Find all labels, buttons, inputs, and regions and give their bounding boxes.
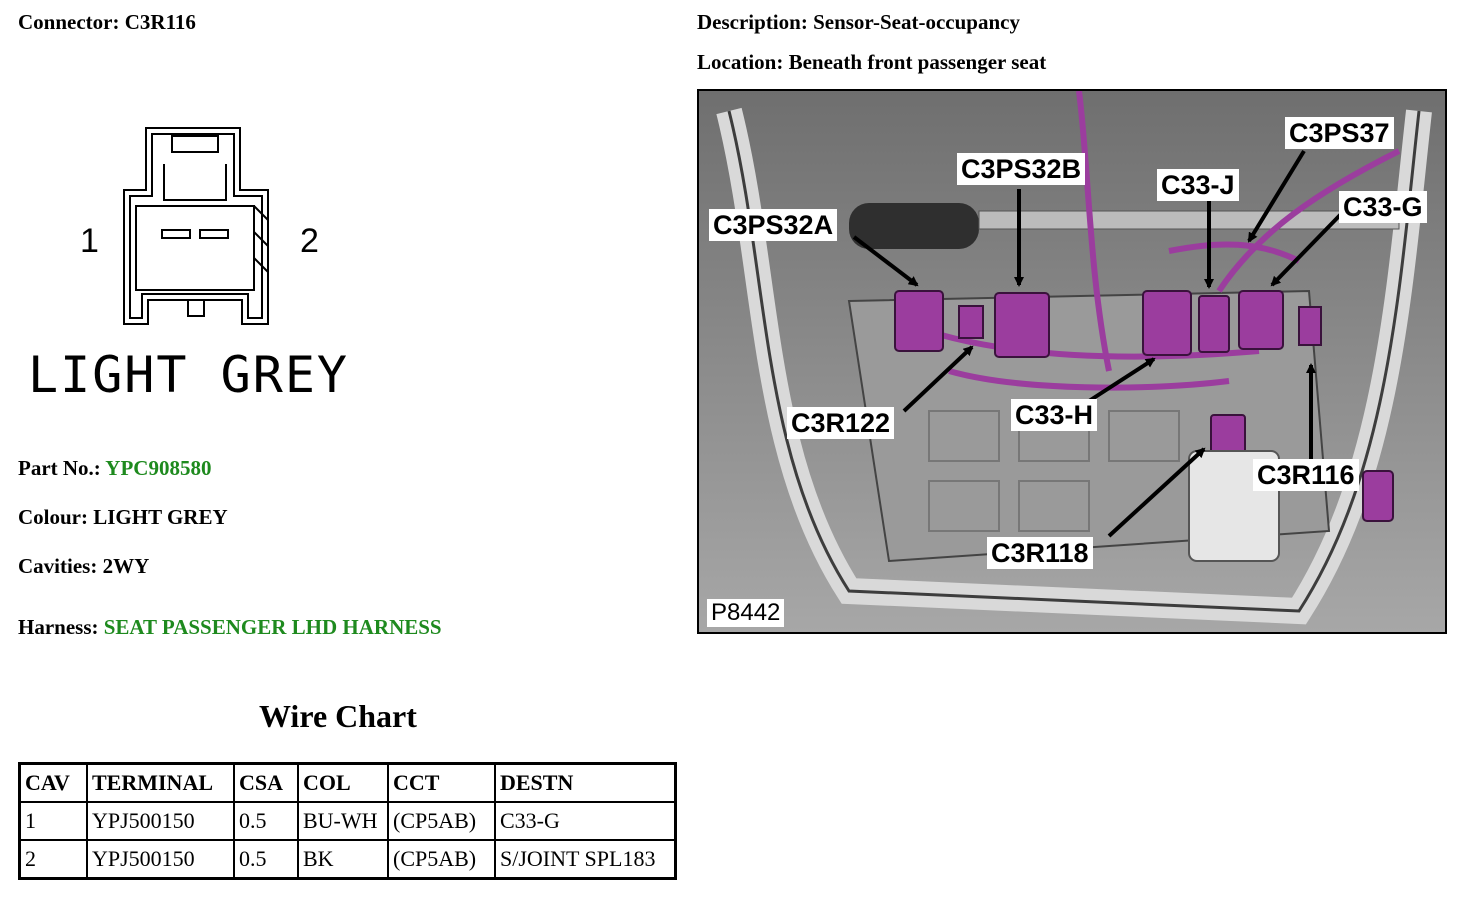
cell-terminal: YPJ500150	[86, 839, 235, 880]
cell-destn: C33-G	[494, 801, 677, 841]
harness-link[interactable]: SEAT PASSENGER LHD HARNESS	[103, 615, 442, 639]
location-value: Beneath front passenger seat	[788, 50, 1047, 74]
part-no-field: Part No.: YPC908580	[18, 456, 211, 481]
col-destn-header: DESTN	[494, 762, 677, 803]
cavities-value: 2WY	[102, 554, 150, 578]
callout-c33-j: C33-J	[1157, 169, 1239, 201]
col-cct-header: CCT	[387, 762, 496, 803]
wire-chart-table: CAV TERMINAL CSA COL CCT DESTN 1 YPJ5001…	[18, 762, 677, 880]
location-field: Location: Beneath front passenger seat	[697, 50, 1046, 75]
table-row: 1 YPJ500150 0.5 BU-WH (CP5AB) C33-G	[18, 801, 677, 841]
location-photo: C3PS37 C3PS32B C33-J C33-G C3PS32A C3R12…	[697, 89, 1447, 634]
connector-colour-caption: LIGHT GREY	[28, 346, 350, 404]
col-terminal-header: TERMINAL	[86, 762, 235, 803]
cell-csa: 0.5	[233, 801, 299, 841]
pin-2-label: 2	[300, 222, 319, 260]
description-value: Sensor-Seat-occupancy	[813, 10, 1020, 34]
callout-c3ps32a: C3PS32A	[709, 209, 838, 241]
colour-label: Colour:	[18, 505, 88, 529]
callout-c3r118: C3R118	[987, 537, 1093, 569]
part-no-link[interactable]: YPC908580	[105, 456, 212, 480]
cell-col: BU-WH	[297, 801, 389, 841]
connector-face-diagram	[123, 127, 269, 325]
col-csa-header: CSA	[233, 762, 299, 803]
cell-destn: S/JOINT SPL183	[494, 839, 677, 880]
col-col-header: COL	[297, 762, 389, 803]
cavities-label: Cavities:	[18, 554, 98, 578]
connector-value: C3R116	[124, 10, 196, 34]
callout-c3r122: C3R122	[787, 407, 895, 439]
callout-c3ps32b: C3PS32B	[957, 153, 1086, 185]
description-field: Description: Sensor-Seat-occupancy	[697, 10, 1020, 35]
wire-chart-title: Wire Chart	[259, 698, 417, 734]
pin-1-label: 1	[80, 222, 99, 260]
table-row: 2 YPJ500150 0.5 BK (CP5AB) S/JOINT SPL18…	[18, 839, 677, 880]
col-cav-header: CAV	[18, 762, 88, 803]
harness-label: Harness:	[18, 615, 99, 639]
harness-field: Harness: SEAT PASSENGER LHD HARNESS	[18, 615, 442, 640]
cell-cct: (CP5AB)	[387, 839, 496, 880]
wire-chart-header-row: CAV TERMINAL CSA COL CCT DESTN	[18, 762, 677, 803]
cell-col: BK	[297, 839, 389, 880]
cell-cav: 2	[18, 839, 88, 880]
connector-field: Connector: C3R116	[18, 10, 196, 35]
colour-field: Colour: LIGHT GREY	[18, 505, 228, 530]
location-label: Location:	[697, 50, 784, 74]
part-no-label: Part No.:	[18, 456, 101, 480]
cell-cct: (CP5AB)	[387, 801, 496, 841]
cell-csa: 0.5	[233, 839, 299, 880]
callout-c33-h: C33-H	[1011, 399, 1098, 431]
cell-terminal: YPJ500150	[86, 801, 235, 841]
callout-c33-g: C33-G	[1339, 191, 1427, 223]
figure-id-label: P8442	[707, 599, 785, 627]
description-label: Description:	[697, 10, 808, 34]
colour-value: LIGHT GREY	[93, 505, 228, 529]
callout-c3ps37: C3PS37	[1285, 117, 1394, 149]
connector-label: Connector:	[18, 10, 120, 34]
cell-cav: 1	[18, 801, 88, 841]
cavities-field: Cavities: 2WY	[18, 554, 149, 579]
callout-c3r116: C3R116	[1253, 459, 1359, 491]
